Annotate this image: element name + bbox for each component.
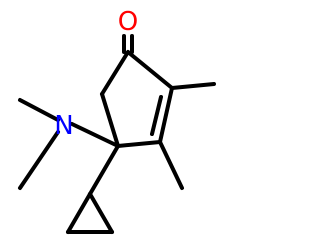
ring-double-bond-inner — [150, 95, 163, 136]
ring-bond-c1-c5 — [100, 50, 130, 96]
ring-bond-c5-c4 — [100, 92, 120, 148]
oxygen-atom-label: O — [118, 7, 138, 37]
molecule-canvas: O N — [18, 7, 216, 234]
ring-bond-c4-c3 — [116, 140, 162, 148]
n-methyl-bond-lower — [18, 130, 60, 190]
amine-bond — [70, 122, 120, 148]
nitrogen-atom-label: N — [54, 111, 73, 141]
ring-bond-c3-c2 — [158, 86, 174, 144]
ring-bond-c1-c2 — [126, 50, 174, 90]
cyclopropyl-bond — [88, 144, 120, 196]
n-methyl-bond-upper — [18, 98, 60, 122]
methyl-bond-c3 — [158, 140, 184, 190]
cyclopropane-bond-1 — [66, 192, 92, 234]
cyclopropane-bond-3 — [88, 192, 114, 234]
molecule-structure: O N — [18, 7, 216, 234]
methyl-bond-c2 — [170, 82, 216, 90]
